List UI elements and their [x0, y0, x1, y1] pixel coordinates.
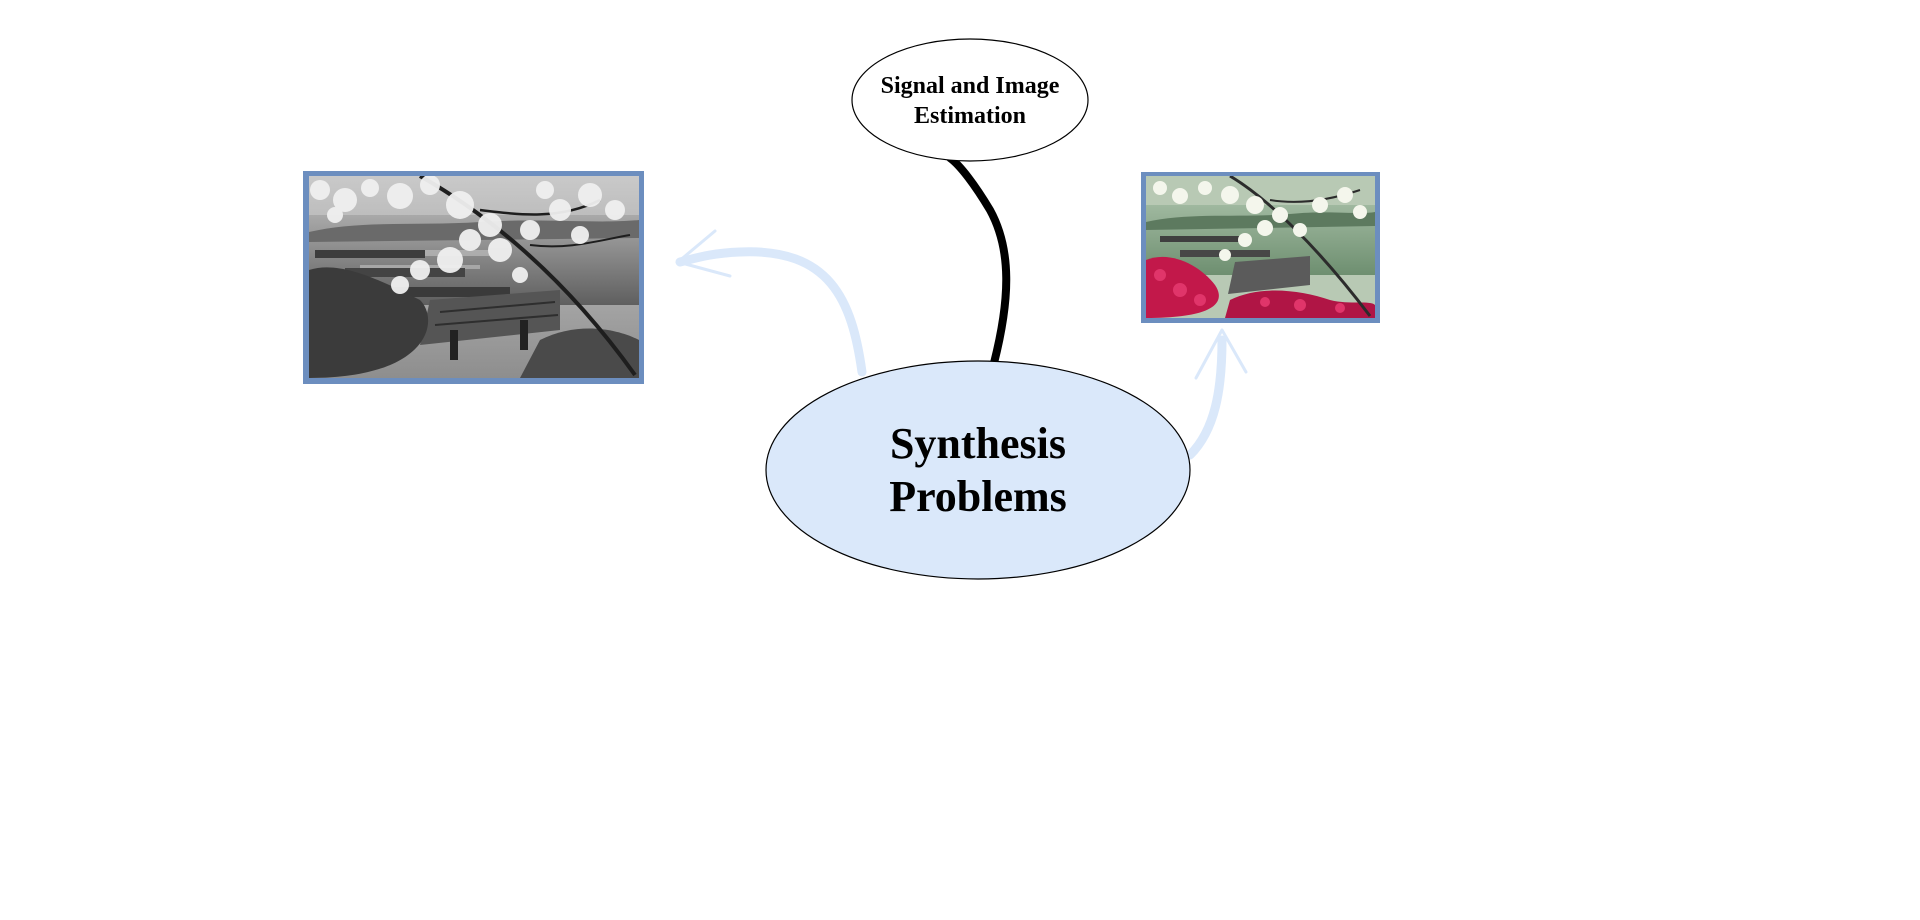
connector-curve [675, 247, 867, 377]
top-node-line-2: Estimation [914, 103, 1026, 129]
central-node-shape [765, 360, 1191, 580]
connector-arrowhead [676, 229, 732, 278]
color-photo[interactable] [1141, 172, 1380, 323]
connector-curve [1185, 335, 1227, 460]
central-node[interactable]: Synthesis Problems [765, 360, 1191, 580]
connector-arrowhead [1194, 328, 1248, 380]
central-node-line-2: Problems [889, 472, 1067, 521]
top-node[interactable]: Signal and Image Estimation [851, 38, 1089, 162]
connector-to-top-node [946, 154, 1011, 367]
top-node-shape [851, 38, 1089, 162]
top-node-line-1: Signal and Image [881, 73, 1060, 99]
connector-to-color-photo [1185, 328, 1248, 460]
central-node-line-1: Synthesis [890, 419, 1066, 468]
cherry-blossom-color-image [1146, 176, 1375, 318]
connector-to-grayscale-photo [675, 229, 867, 377]
cherry-blossom-grayscale-image [309, 176, 639, 378]
grayscale-photo[interactable] [303, 171, 644, 384]
